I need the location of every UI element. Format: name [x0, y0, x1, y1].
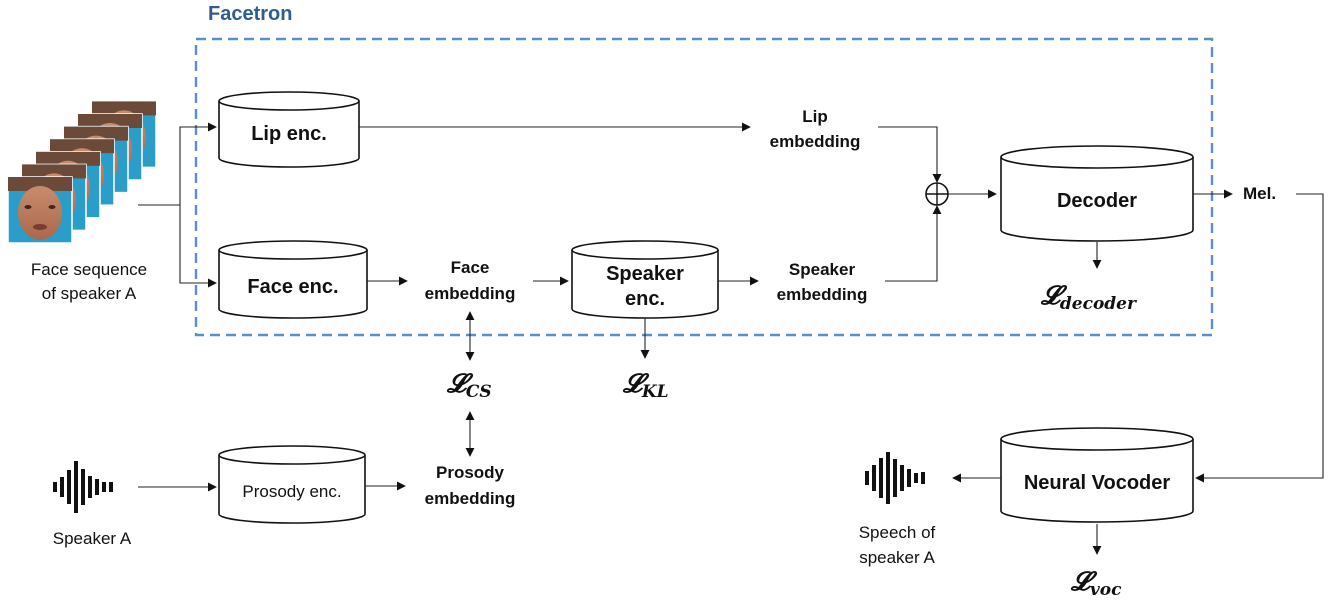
- waveform-bar: [914, 473, 918, 483]
- decoder: Decoder: [1000, 145, 1194, 242]
- waveform-bar: [88, 476, 92, 498]
- mel-to-vocoder-arrow: [1195, 193, 1324, 483]
- loss-decoder: 𝓛decoder: [1040, 281, 1137, 314]
- face-encoder: Face enc.: [218, 240, 368, 319]
- waveform-bar: [60, 477, 64, 497]
- face-sequence-label-line2: of speaker A: [42, 284, 137, 303]
- face-frame: [7, 176, 73, 244]
- prosody-embedding-label-line1: Prosody: [436, 463, 505, 482]
- face-encoder-label: Face enc.: [247, 276, 338, 298]
- waveform-bar: [900, 465, 904, 491]
- speaker-embedding-to-sum-arrow: [885, 205, 942, 282]
- loss-kl: 𝓛KL: [622, 369, 669, 402]
- branch-to-lip-enc-arrow: [179, 122, 217, 205]
- lip-encoder: Lip enc.: [218, 91, 360, 168]
- speaker-encoder: Speaker enc.: [571, 240, 719, 319]
- prosody-encoder: Prosody enc.: [218, 445, 366, 524]
- lip-embedding-label-line1: Lip: [802, 107, 828, 126]
- waveform-bar: [74, 461, 78, 513]
- decoder-label: Decoder: [1057, 190, 1137, 212]
- speaker-encoder-label-line1: Speaker: [606, 263, 684, 285]
- waveform-bar: [109, 482, 113, 492]
- loss-cs: 𝓛CS: [446, 369, 492, 402]
- face-frame-stack: [7, 100, 157, 244]
- neural-vocoder-label: Neural Vocoder: [1024, 472, 1171, 494]
- lip-embedding-to-sum-arrow: [878, 126, 942, 183]
- speaker-encoder-label-line2: enc.: [625, 288, 665, 310]
- prosody-encoder-label: Prosody enc.: [242, 482, 341, 501]
- waveform-bar: [102, 482, 106, 492]
- prosody-embedding-label-line2: embedding: [425, 489, 516, 508]
- waveform-bar: [95, 479, 99, 495]
- waveform-bar: [865, 471, 869, 485]
- face-embedding-label-line1: Face: [451, 258, 490, 277]
- waveform-icon: [53, 461, 113, 513]
- face-sequence-label-line1: Face sequence: [31, 260, 147, 279]
- speech-label-line1: Speech of: [859, 523, 936, 542]
- waveform-bar: [886, 452, 890, 504]
- branch-to-face-enc-arrow: [179, 205, 217, 288]
- sum-circle-icon: [925, 182, 949, 206]
- lip-embedding-label-line2: embedding: [770, 132, 861, 151]
- waveform-bar: [879, 458, 883, 498]
- speaker-embedding-label-line2: embedding: [777, 285, 868, 304]
- face-embedding-label-line2: embedding: [425, 284, 516, 303]
- speech-label-line2: speaker A: [859, 548, 935, 567]
- facetron-title: Facetron: [208, 3, 292, 25]
- lip-encoder-label: Lip enc.: [251, 123, 327, 145]
- waveform-bar: [67, 470, 71, 504]
- neural-vocoder: Neural Vocoder: [1000, 427, 1194, 523]
- waveform-bar: [872, 465, 876, 491]
- waveform-bar: [53, 482, 57, 492]
- mel-label: Mel.: [1243, 184, 1276, 203]
- waveform-bar: [893, 459, 897, 497]
- speaker-embedding-label-line1: Speaker: [789, 260, 856, 279]
- waveform-bar: [921, 472, 925, 484]
- loss-voc: 𝓛voc: [1070, 567, 1122, 600]
- waveform-bar: [907, 469, 911, 487]
- speaker-audio-label: Speaker A: [53, 529, 132, 548]
- waveform-bar: [81, 469, 85, 505]
- output-waveform-icon: [865, 452, 925, 504]
